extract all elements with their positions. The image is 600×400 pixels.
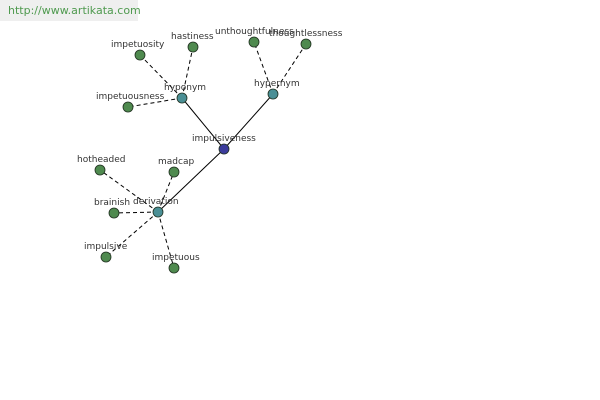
edge-derivation-hotheaded: [99, 169, 159, 213]
label-impulsive[interactable]: impulsive: [84, 242, 128, 252]
label-brainish[interactable]: brainish: [94, 198, 130, 208]
graph-edges: [99, 41, 307, 269]
label-impetuousness[interactable]: impetuousness: [96, 92, 165, 102]
label-impulsiveness[interactable]: impulsiveness: [192, 134, 256, 144]
edge-derivation-brainish: [113, 211, 159, 214]
label-hotheaded[interactable]: hotheaded: [77, 155, 125, 165]
label-impetuous[interactable]: impetuous: [152, 253, 200, 263]
node-impetuousness[interactable]: [122, 101, 134, 113]
label-madcap[interactable]: madcap: [158, 157, 194, 167]
label-impetuosity[interactable]: impetuosity: [111, 40, 165, 50]
edge-derivation-impetuous: [157, 211, 175, 269]
node-hyponym[interactable]: [176, 92, 188, 104]
edge-hypernym-thoughtlessness: [272, 43, 307, 95]
edge-hyponym-impetuousness: [127, 97, 183, 108]
label-derivation[interactable]: derivation: [133, 197, 179, 207]
edge-impulsiveness-hypernym: [223, 93, 274, 150]
label-hypernym[interactable]: hypernym: [254, 79, 300, 89]
node-hypernym[interactable]: [267, 88, 279, 100]
edge-impulsiveness-derivation: [157, 148, 225, 213]
node-unthoughtfulness[interactable]: [248, 36, 260, 48]
node-hotheaded[interactable]: [94, 164, 106, 176]
label-hyponym[interactable]: hyponym: [164, 83, 206, 93]
edge-derivation-madcap: [157, 171, 175, 213]
source-url-link[interactable]: http://www.artikata.com: [8, 4, 141, 17]
source-url-banner: http://www.artikata.com: [0, 0, 141, 21]
label-hastiness[interactable]: hastiness: [171, 32, 214, 42]
label-unthoughtfulness[interactable]: unthoughtfulness: [215, 27, 294, 37]
graph-labels: impulsiveness hyponym hypernym derivatio…: [77, 27, 343, 263]
node-brainish[interactable]: [108, 207, 120, 219]
node-hastiness[interactable]: [187, 41, 199, 53]
edge-hyponym-hastiness: [181, 46, 194, 99]
edge-hyponym-impetuosity: [139, 54, 183, 99]
node-derivation[interactable]: [152, 206, 164, 218]
edge-impulsiveness-hyponym: [181, 97, 225, 150]
node-madcap[interactable]: [168, 166, 180, 178]
node-impulsiveness[interactable]: [218, 143, 230, 155]
edge-derivation-impulsive: [105, 211, 159, 258]
node-thoughtlessness[interactable]: [300, 38, 312, 50]
node-impetuosity[interactable]: [134, 49, 146, 61]
edge-hypernym-unthoughtfulness: [253, 41, 274, 95]
graph-nodes: [94, 36, 312, 274]
label-thoughtlessness[interactable]: thoughtlessness: [269, 29, 343, 39]
node-impetuous[interactable]: [168, 262, 180, 274]
node-impulsive[interactable]: [100, 251, 112, 263]
